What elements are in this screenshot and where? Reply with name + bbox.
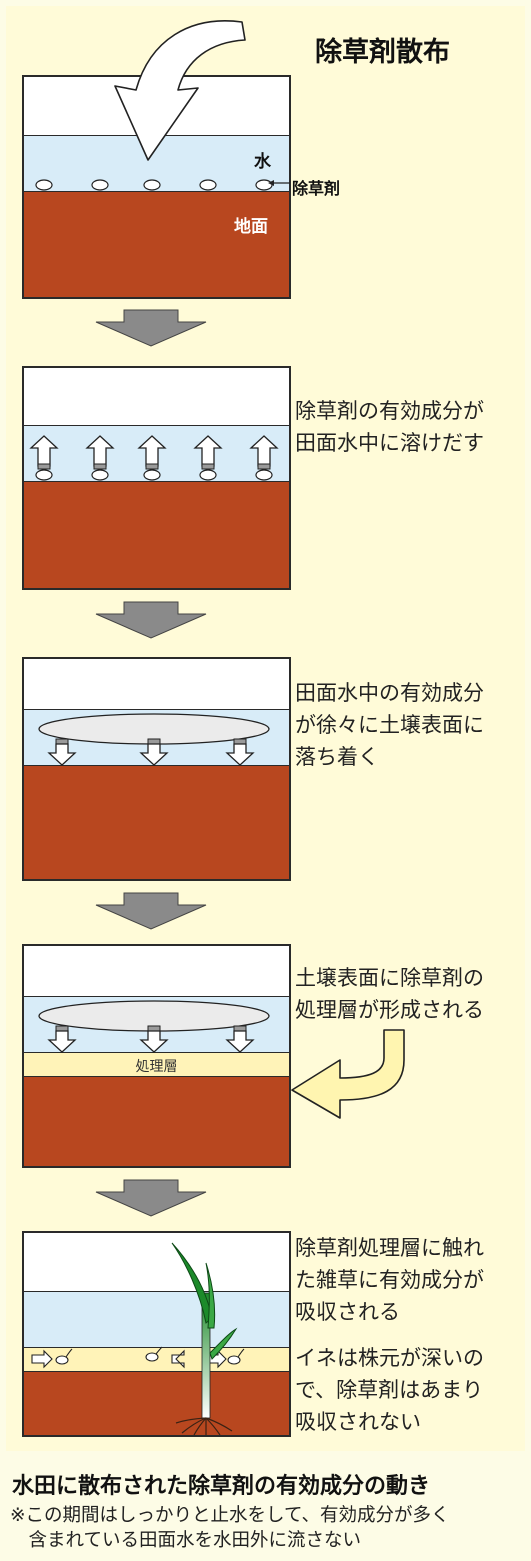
footer-title: 水田に散布された除草剤の有効成分の動き [12,1474,431,1499]
panel-settling [22,657,291,881]
settling-arrows [38,713,270,766]
weed-scene [31,1242,245,1435]
label-water: 水 [254,152,271,172]
step-weed-text: 除草剤処理層に触れ た雑草に有効成分が 吸収される [295,1236,484,1324]
spray-arrow-icon [114,20,246,161]
panel-weed-absorption [22,1231,291,1437]
step-dissolve-text: 除草剤の有効成分が 田面水中に溶けだす [295,399,484,455]
step-layer-text: 土壌表面に除草剤の 処理層が形成される [295,966,484,1022]
granules [35,179,273,191]
footer-note: ※この期間はしっかりと止水をして、有効成分が多く 含まれている田面水を水田外に流… [10,1505,450,1551]
label-treatment-layer: 処理層 [135,1059,178,1075]
step-rice-text: イネは株元が深いの で、除草剤はあまり 吸収されない [295,1346,484,1434]
label-ground: 地面 [234,217,268,237]
panel-layer-formed: 処理層 [22,944,291,1168]
pointer-lines [268,180,290,186]
panel-dissolving [22,366,291,590]
layer-arrows [38,1000,270,1053]
label-herbicide: 除草剤 [292,179,341,198]
dissolving-arrows [29,435,279,481]
panel-spraying: 水 地面 [22,75,291,299]
step-settle-text: 田面水中の有効成分 が徐々に土壌表面に 落ち着く [295,681,484,769]
title-herbicide-spraying: 除草剤散布 [315,37,450,68]
